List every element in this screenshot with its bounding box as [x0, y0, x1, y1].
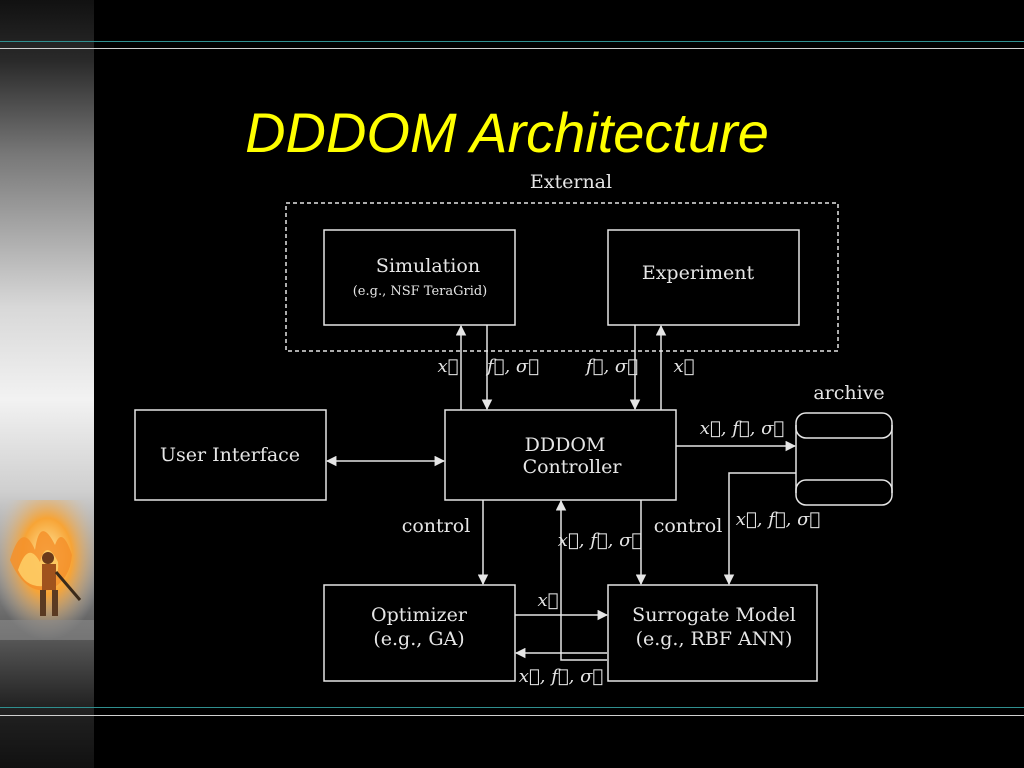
edge-label-sur-opt-xfs: x⃗, f⃗, σ⃗ — [519, 666, 603, 687]
user-interface-box: User Interface — [134, 409, 327, 501]
bottom-rule-white — [0, 715, 1024, 716]
surrogate-box: Surrogate Model (e.g., RBF ANN) — [607, 584, 818, 682]
controller-line2: Controller — [523, 456, 623, 478]
user-interface-label: User Interface — [160, 444, 300, 466]
edge-label-control-surrogate: control — [654, 515, 723, 537]
optimizer-subtitle: (e.g., GA) — [373, 628, 464, 650]
top-rule-teal — [0, 41, 1024, 42]
arrow-results-to-controller — [555, 499, 607, 661]
surrogate-title: Surrogate Model — [632, 604, 796, 626]
edge-label-exp-x: x⃗ — [674, 356, 695, 377]
arrow-archive-to-surrogate — [723, 472, 796, 586]
edge-label-sim-fs: f⃗, σ⃗ — [485, 356, 539, 377]
simulation-box: Simulation (e.g., NSF TeraGrid) — [323, 229, 516, 326]
optimizer-box: Optimizer (e.g., GA) — [323, 584, 516, 682]
edge-label-opt-sur-x: x⃗ — [538, 590, 559, 611]
edge-label-control-optimizer: control — [402, 515, 471, 537]
experiment-title: Experiment — [642, 262, 755, 284]
firefighter-image — [0, 500, 94, 640]
top-rule-white — [0, 48, 1024, 49]
edge-label-sim-x: x⃗ — [438, 356, 459, 377]
simulation-title: Simulation — [376, 255, 480, 277]
page-title: DDDOM Architecture — [245, 101, 769, 164]
left-decorative-strip — [0, 0, 94, 768]
edge-label-exp-fs: f⃗, σ⃗ — [584, 356, 638, 377]
edge-label-ctrl-archive: x⃗, f⃗, σ⃗ — [700, 418, 784, 439]
optimizer-title: Optimizer — [371, 604, 468, 626]
bottom-rule-teal — [0, 707, 1024, 708]
controller-box: DDDOM Controller — [444, 409, 677, 501]
experiment-box: Experiment — [607, 229, 800, 326]
edge-label-mid-xfs: x⃗, f⃗, σ⃗ — [558, 530, 642, 551]
external-label: External — [530, 171, 612, 193]
simulation-subtitle: (e.g., NSF TeraGrid) — [353, 284, 488, 299]
edge-label-archive-surrogate: x⃗, f⃗, σ⃗ — [736, 509, 820, 530]
controller-line1: DDDOM — [525, 434, 606, 456]
external-boundary — [285, 202, 839, 352]
archive-stack: archive — [795, 382, 893, 506]
surrogate-subtitle: (e.g., RBF ANN) — [636, 628, 793, 650]
archive-label: archive — [813, 382, 884, 404]
